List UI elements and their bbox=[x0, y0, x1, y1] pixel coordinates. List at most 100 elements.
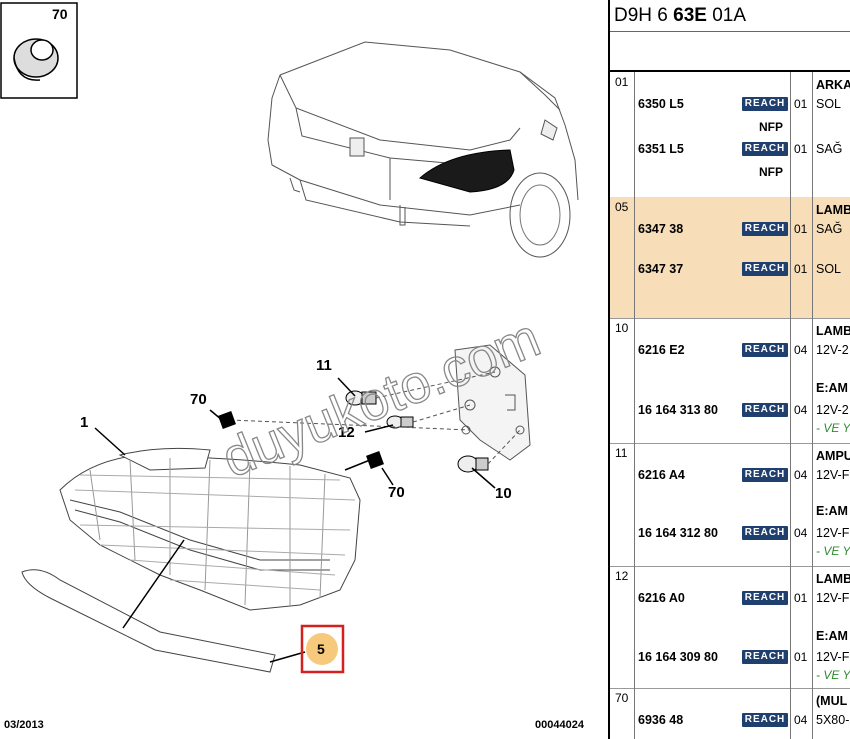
clip-70-left bbox=[218, 411, 236, 429]
description: 12V-F bbox=[816, 526, 850, 540]
car-taillight-dark bbox=[418, 149, 515, 193]
part-number[interactable]: 16 164 312 80 bbox=[638, 526, 718, 540]
table-row[interactable]: 16 164 312 80 REACH 04 12V-F bbox=[610, 523, 850, 543]
quantity: 04 bbox=[794, 343, 808, 357]
footer-date: 03/2013 bbox=[4, 719, 44, 731]
table-row: LAMB bbox=[610, 321, 850, 341]
part-number[interactable]: 16 164 313 80 bbox=[638, 403, 718, 417]
callout-12: 12 bbox=[338, 424, 355, 441]
part-number[interactable]: 6347 38 bbox=[638, 222, 684, 236]
quantity: 04 bbox=[794, 468, 808, 482]
parts-group-70[interactable]: 70 (MUL 6936 48 REACH 04 5X80- bbox=[610, 688, 850, 739]
description: E:AM bbox=[816, 629, 848, 643]
reach-badge: REACH bbox=[742, 343, 788, 357]
description: LAMB bbox=[816, 572, 850, 586]
mounting-plate bbox=[454, 344, 531, 461]
description: 12V-F bbox=[816, 468, 850, 482]
group-number: 12 bbox=[615, 569, 629, 583]
quantity: 01 bbox=[794, 97, 808, 111]
description: SAĞ bbox=[816, 142, 843, 156]
car-outline bbox=[267, 41, 579, 258]
diagram-drawing: 70 bbox=[0, 2, 579, 674]
table-row: NFP bbox=[610, 117, 850, 137]
part-number[interactable]: 6216 E2 bbox=[638, 343, 685, 357]
table-row: E:AM bbox=[610, 378, 850, 398]
trim-strip bbox=[21, 569, 276, 673]
tail-lamp-assembly bbox=[59, 447, 361, 611]
parts-diagram: 70 bbox=[0, 2, 584, 731]
reach-badge: REACH bbox=[742, 222, 788, 236]
model-code: D9H 6 63E 01A bbox=[614, 5, 747, 26]
quantity: 01 bbox=[794, 142, 808, 156]
part-number[interactable]: 6936 48 bbox=[638, 713, 684, 727]
quantity: 01 bbox=[794, 650, 808, 664]
quantity: 04 bbox=[794, 713, 808, 727]
description: 5X80- bbox=[816, 713, 850, 727]
quantity: 01 bbox=[794, 262, 808, 276]
quantity: 01 bbox=[794, 222, 808, 236]
description: SOL bbox=[816, 97, 842, 111]
description: ARKA bbox=[816, 78, 850, 92]
description: E:AM bbox=[816, 381, 848, 395]
quantity: 01 bbox=[794, 591, 808, 605]
table-row: - VE Y bbox=[610, 665, 850, 685]
callout-10: 10 bbox=[495, 485, 512, 502]
group-number: 70 bbox=[615, 691, 629, 705]
callout-1: 1 bbox=[80, 414, 88, 431]
quantity: 04 bbox=[794, 403, 808, 417]
parts-group-12[interactable]: 12 LAMB 6216 A0 REACH 01 12V-F E:AM 16 164 309 … bbox=[610, 566, 850, 689]
description: 12V-F bbox=[816, 591, 850, 605]
callout-5: 5 bbox=[317, 641, 325, 657]
callout-11: 11 bbox=[316, 357, 332, 374]
table-row: LAMB bbox=[610, 569, 850, 589]
part-number[interactable]: 6350 L5 bbox=[638, 97, 684, 111]
reach-badge: REACH bbox=[742, 262, 788, 276]
callout-5-badge bbox=[306, 633, 338, 665]
table-row[interactable]: 6347 38 REACH 01 SAĞ bbox=[610, 219, 850, 239]
table-row: AMPU bbox=[610, 446, 850, 466]
part-number[interactable]: 16 164 309 80 bbox=[638, 650, 718, 664]
part-number[interactable]: 6347 37 bbox=[638, 262, 684, 276]
description: 12V-F bbox=[816, 650, 850, 664]
panel-header: D9H 6 63E 01A bbox=[610, 0, 850, 72]
description: 12V-2 bbox=[816, 343, 849, 357]
note-text: - VE Y bbox=[816, 544, 850, 558]
description: SOL bbox=[816, 262, 842, 276]
description: AMPU bbox=[816, 449, 850, 463]
table-row[interactable]: 6936 48 REACH 04 5X80- bbox=[610, 710, 850, 730]
group-number: 01 bbox=[615, 75, 629, 89]
reach-badge: REACH bbox=[742, 526, 788, 540]
reach-badge: REACH bbox=[742, 591, 788, 605]
note-text: - VE Y bbox=[816, 668, 850, 682]
description: (MUL bbox=[816, 694, 848, 708]
table-row: LAMB bbox=[610, 200, 850, 220]
description: SAĞ bbox=[816, 222, 843, 236]
nfp-label: NFP bbox=[759, 165, 783, 179]
part-number[interactable]: 6216 A0 bbox=[638, 591, 685, 605]
table-row[interactable]: 6216 E2 REACH 04 12V-2 bbox=[610, 340, 850, 360]
description: LAMB bbox=[816, 203, 850, 217]
inset-label: 70 bbox=[52, 6, 68, 22]
table-row[interactable]: 6216 A0 REACH 01 12V-F bbox=[610, 588, 850, 608]
group-number: 05 bbox=[615, 200, 629, 214]
reach-badge: REACH bbox=[742, 403, 788, 417]
table-row[interactable]: 6347 37 REACH 01 SOL bbox=[610, 259, 850, 279]
reach-badge: REACH bbox=[742, 713, 788, 727]
table-row: - VE Y bbox=[610, 418, 850, 438]
part-number[interactable]: 6351 L5 bbox=[638, 142, 684, 156]
clip-70-right bbox=[366, 451, 384, 469]
part-number[interactable]: 6216 A4 bbox=[638, 468, 685, 482]
callout-70-right: 70 bbox=[388, 484, 405, 501]
table-row: E:AM bbox=[610, 626, 850, 646]
quantity: 04 bbox=[794, 526, 808, 540]
